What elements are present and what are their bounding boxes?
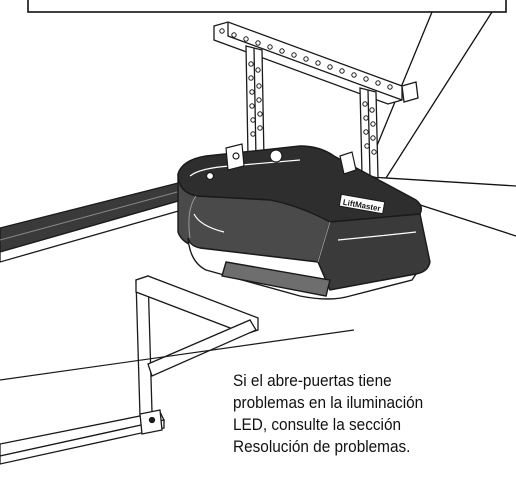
note-line-1: Si el abre-puertas tiene [233, 372, 392, 390]
mounting-ears [205, 143, 357, 181]
bracket-holes [219, 28, 393, 155]
door-edge [0, 409, 165, 465]
brand-badge [338, 193, 386, 215]
note-line-3: LED, consulte la sección [233, 416, 402, 434]
top-label-box [27, 0, 507, 13]
led-troubleshooting-note: Si el abre-puertas tiene problemas en la… [233, 370, 493, 458]
note-line-4: Resolución de problemas. [233, 438, 411, 456]
note-line-2: problemas en la iluminación [233, 394, 424, 412]
rail [0, 179, 197, 263]
mounting-bracket [213, 21, 419, 179]
floor-line [0, 329, 355, 381]
